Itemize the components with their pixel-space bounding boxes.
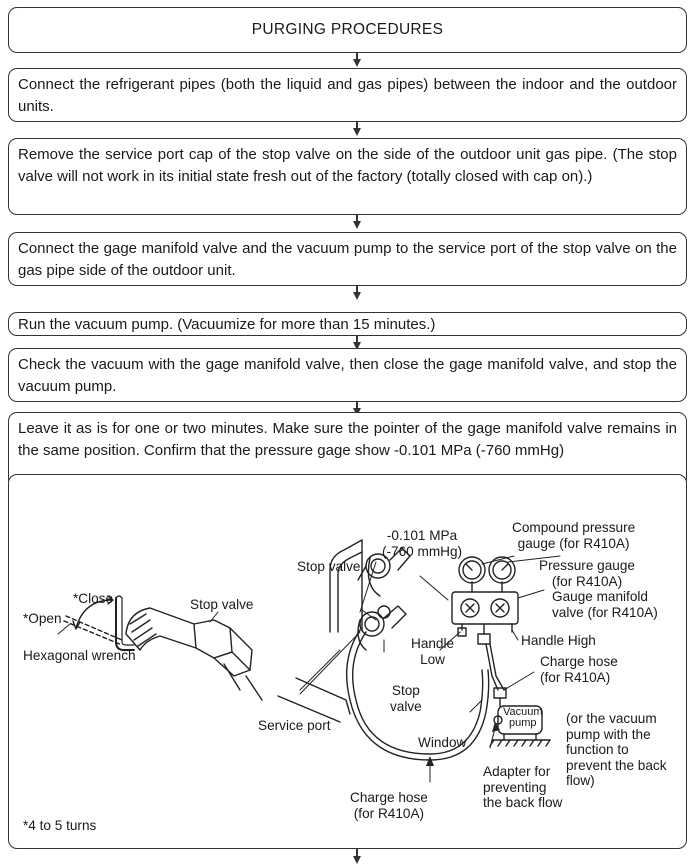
charge-hose-right-label: Charge hose (for R410A) — [540, 654, 618, 685]
hex-wrench-label: Hexagonal wrench — [23, 648, 136, 663]
handle-high-label: Handle High — [521, 633, 596, 648]
service-port-label: Service port — [258, 718, 331, 733]
step-box: Connect the gage manifold valve and the … — [8, 232, 687, 286]
pressure-reading-label: -0.101 MPa (-760 mmHg) — [382, 528, 463, 559]
pressure-gauge-label: Pressure gauge (for R410A) — [539, 558, 635, 589]
turns-label: *4 to 5 turns — [23, 818, 97, 833]
open-label: *Open — [23, 611, 62, 626]
gauge-manifold-label: Gauge manifold valve (for R410A) — [552, 589, 658, 620]
step-box: Connect the refrigerant pipes (both the … — [8, 68, 687, 122]
compound-gauge-label: Compound pressure gauge (for R410A) — [512, 520, 636, 551]
charge-hose-bottom-label: Charge hose (for R410A) — [350, 790, 428, 821]
vacuum-pump-label: Vacuum pump — [503, 706, 543, 729]
pump-note-label: (or the vacuum pump with the function to… — [566, 711, 667, 788]
stop-valve-left-label: Stop valve — [190, 597, 254, 612]
page-title: PURGING PROCEDURES — [8, 7, 687, 53]
step-box: Check the vacuum with the gage manifold … — [8, 348, 687, 402]
handle-low-label: Handle Low — [411, 636, 455, 667]
adapter-label: Adapter for preventing the back flow — [483, 764, 563, 810]
stop-valve-top-label: Stop valve — [297, 559, 361, 574]
step-box: Run the vacuum pump. (Vacuumize for more… — [8, 312, 687, 336]
window-label: Window — [418, 735, 467, 750]
close-label: *Close — [73, 591, 114, 606]
stop-valve-bottom-label: Stop valve — [390, 683, 422, 714]
step-box: Remove the service port cap of the stop … — [8, 138, 687, 215]
